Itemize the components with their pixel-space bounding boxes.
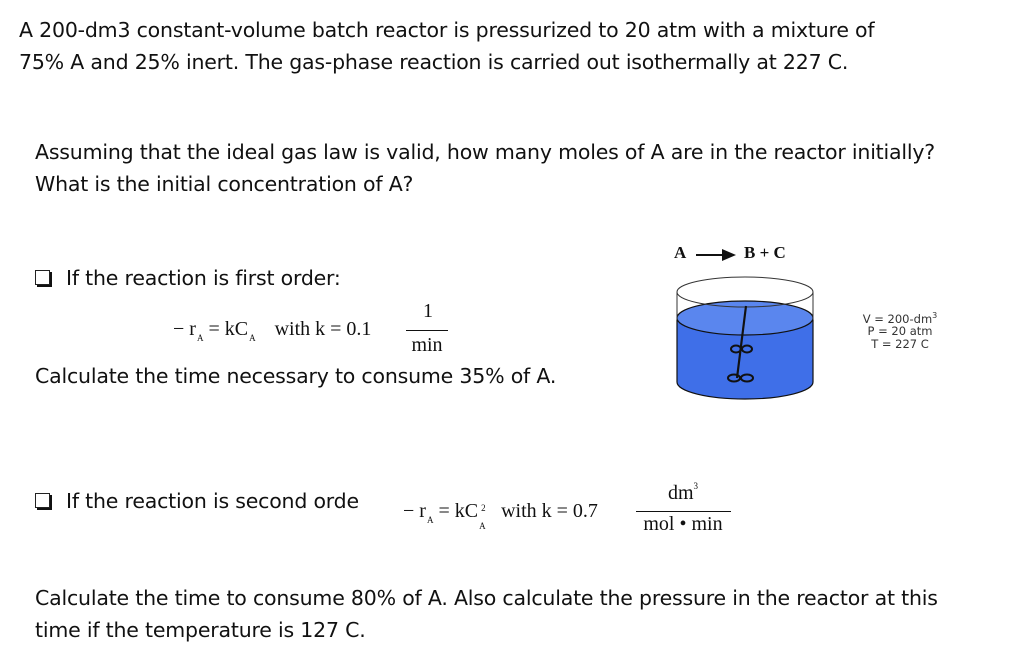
k-units-numerator: dm3	[667, 481, 699, 504]
concentration-subscript: A	[479, 521, 486, 531]
rate-rhs: = kC	[433, 500, 479, 522]
k-units-numerator: 1	[423, 300, 433, 322]
rate-constant-value: with k = 0.7	[501, 500, 598, 522]
first-order-rate-equation: − rA = kCA with k = 0.1	[173, 318, 372, 343]
rate-rhs: = kC	[203, 318, 249, 340]
concentration-subscript: A	[249, 333, 256, 343]
reaction-equation: A	[674, 243, 686, 263]
fraction-bar	[636, 511, 731, 512]
temperature-condition: T = 227 C	[871, 336, 929, 351]
intro-line-1: A 200-dm3 constant-volume batch reactor …	[19, 18, 875, 42]
first-order-heading: If the reaction is first order:	[66, 266, 341, 290]
second-order-rate-equation: − rA = kC 2 A with k = 0.7	[403, 500, 598, 531]
checkbox-bullet-icon	[35, 270, 50, 285]
rate-constant-value: with k = 0.1	[274, 318, 372, 340]
checkbox-bullet-icon	[35, 493, 50, 508]
fraction-bar	[406, 330, 448, 331]
second-order-heading: If the reaction is second orde	[66, 489, 359, 513]
second-order-task-line-1: Calculate the time to consume 80% of A. …	[35, 586, 938, 610]
reactor-conditions: V = 200-dm3 P = 20 atm T = 227 C	[845, 310, 955, 350]
pressure-condition: P = 20 atm	[867, 324, 933, 339]
k-units-denominator: mol • min	[643, 513, 723, 535]
products-label: B + C	[744, 243, 786, 262]
rate-symbol: − r	[173, 318, 196, 340]
intro-line-2: 75% A and 25% inert. The gas-phase react…	[19, 50, 849, 74]
second-order-task-line-2: time if the temperature is 127 C.	[35, 618, 366, 642]
batch-reactor-icon	[676, 276, 814, 400]
rate-subscript: A	[196, 333, 204, 343]
question-1-line-1: Assuming that the ideal gas law is valid…	[35, 140, 935, 164]
k-units-denominator: min	[411, 334, 443, 356]
reactant-label: A	[674, 243, 687, 262]
order-superscript: 2	[481, 503, 486, 513]
rate-symbol: − r	[403, 500, 426, 522]
first-order-task: Calculate the time necessary to consume …	[35, 364, 557, 388]
question-1-line-2: What is the initial concentration of A?	[35, 172, 414, 196]
rate-subscript: A	[426, 515, 434, 525]
reaction-arrow-icon	[696, 249, 736, 261]
volume-condition: V = 200-dm3	[862, 311, 938, 326]
